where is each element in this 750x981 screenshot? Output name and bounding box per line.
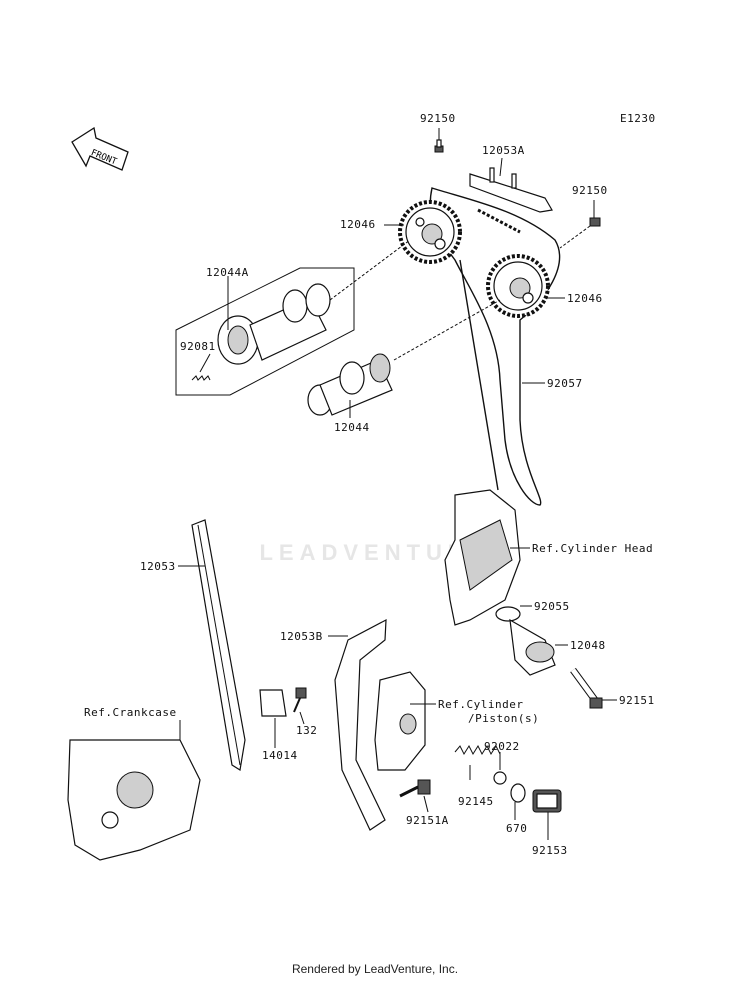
part-label-92057[interactable]: 92057 bbox=[547, 377, 583, 390]
cylinder-piston-ref bbox=[374, 671, 426, 771]
part-label-92150-top[interactable]: 92150 bbox=[420, 112, 456, 125]
ref-cylinder-piston-line2: /Piston(s) bbox=[468, 712, 540, 725]
chain-guide-12053 bbox=[191, 519, 246, 771]
part-label-12046-upper[interactable]: 12046 bbox=[340, 218, 376, 231]
bolt-92150-right bbox=[559, 200, 601, 249]
plug-92153 bbox=[532, 789, 562, 813]
part-label-12048[interactable]: 12048 bbox=[570, 639, 606, 652]
bolt-132 bbox=[293, 687, 307, 713]
tensioner-12048 bbox=[509, 618, 556, 676]
sprocket-12046-upper bbox=[398, 200, 462, 264]
cylinder-head bbox=[444, 489, 521, 626]
part-label-92153[interactable]: 92153 bbox=[532, 844, 568, 857]
ref-crankcase: Ref.Crankcase bbox=[84, 706, 177, 719]
bolt-92151 bbox=[570, 667, 603, 709]
chain-guide-12053a bbox=[469, 157, 553, 213]
part-label-14014[interactable]: 14014 bbox=[262, 749, 298, 762]
part-label-92151[interactable]: 92151 bbox=[619, 694, 655, 707]
washer-92022 bbox=[493, 771, 507, 785]
bolt-92151a bbox=[399, 779, 431, 798]
part-label-670[interactable]: 670 bbox=[506, 822, 528, 835]
bolt-92150-top bbox=[434, 128, 444, 153]
part-label-12053[interactable]: 12053 bbox=[140, 560, 176, 573]
camshaft-12044 bbox=[307, 299, 501, 416]
footer-credit: Rendered by LeadVenture, Inc. bbox=[291, 962, 459, 976]
leader-lines bbox=[178, 224, 617, 840]
part-label-132[interactable]: 132 bbox=[296, 724, 318, 737]
camshaft-12044a bbox=[175, 239, 411, 396]
spring-92081 bbox=[191, 375, 211, 381]
part-label-12053b[interactable]: 12053B bbox=[280, 630, 323, 643]
part-label-12044[interactable]: 12044 bbox=[334, 421, 370, 434]
part-label-92055[interactable]: 92055 bbox=[534, 600, 570, 613]
diagram-code: E1230 bbox=[620, 112, 656, 125]
crankcase-ref bbox=[67, 739, 201, 861]
sprocket-12046-lower bbox=[486, 254, 550, 318]
o-ring-92055 bbox=[495, 606, 521, 622]
ref-cylinder-head: Ref.Cylinder Head bbox=[532, 542, 654, 555]
ref-cylinder-piston-line1: Ref.Cylinder bbox=[438, 698, 524, 711]
front-arrow-icon: FRONT bbox=[71, 126, 129, 171]
spring-92145 bbox=[454, 744, 501, 756]
o-ring-670 bbox=[510, 783, 526, 803]
part-label-12046-lower[interactable]: 12046 bbox=[567, 292, 603, 305]
part-label-92145[interactable]: 92145 bbox=[458, 795, 494, 808]
part-label-92151a[interactable]: 92151A bbox=[406, 814, 449, 827]
part-label-92081[interactable]: 92081 bbox=[180, 340, 216, 353]
part-label-92150-right[interactable]: 92150 bbox=[572, 184, 608, 197]
plate-14014 bbox=[259, 689, 287, 717]
chain-guide-12053b bbox=[334, 618, 387, 831]
part-label-92022[interactable]: 92022 bbox=[484, 740, 520, 753]
cam-chain bbox=[429, 187, 561, 506]
part-label-12044a[interactable]: 12044A bbox=[206, 266, 249, 279]
part-label-12053a[interactable]: 12053A bbox=[482, 144, 525, 157]
